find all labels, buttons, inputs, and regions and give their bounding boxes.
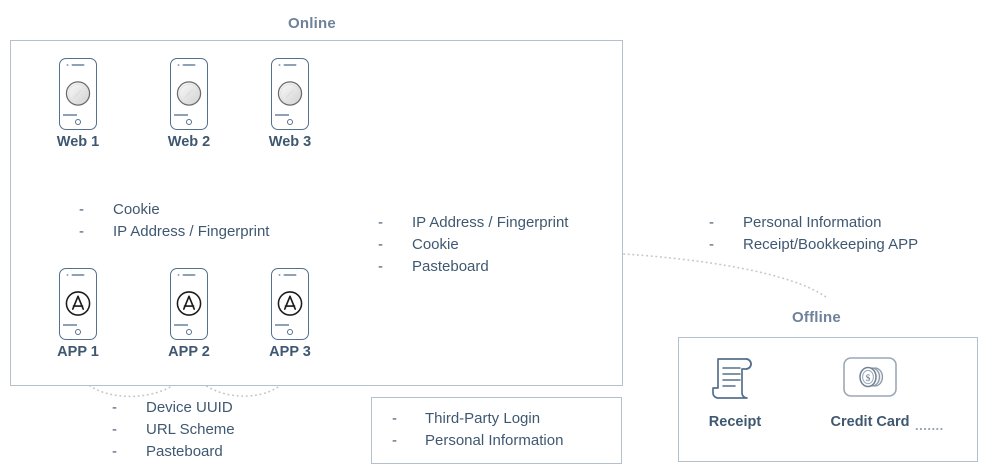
- bullet-dash: -: [392, 432, 397, 449]
- app-store-icon: [176, 291, 202, 316]
- bullet-dash: -: [378, 258, 383, 275]
- credit-card-coins-icon: $: [843, 357, 897, 397]
- bullet-dash: -: [378, 214, 383, 231]
- phone-home-button: [75, 119, 81, 125]
- phone-speaker: [278, 274, 297, 276]
- phone-status-bar: [63, 114, 77, 116]
- phone-home-button: [287, 119, 293, 125]
- list-item: - Personal Information: [709, 212, 918, 234]
- svg-text:$: $: [866, 373, 871, 383]
- list-item-label: IP Address / Fingerprint: [412, 214, 569, 231]
- bullet-dash: -: [112, 399, 117, 416]
- offline-bridge-attributes-list: - Personal Information - Receipt/Bookkee…: [709, 212, 918, 256]
- list-item-label: URL Scheme: [146, 421, 235, 438]
- phone-speaker: [66, 274, 85, 276]
- phone-home-button: [186, 119, 192, 125]
- device-label: Web 3: [268, 134, 312, 150]
- offline-item-label: Receipt: [708, 414, 762, 430]
- list-item-label: IP Address / Fingerprint: [113, 223, 270, 240]
- list-item: - IP Address / Fingerprint: [378, 212, 568, 234]
- phone-home-button: [287, 329, 293, 335]
- phone-speaker: [278, 64, 297, 66]
- device-web-1: Web 1: [51, 58, 105, 150]
- bullet-dash: -: [378, 236, 383, 253]
- phone-status-bar: [275, 114, 289, 116]
- phone-home-button: [186, 329, 192, 335]
- list-item-label: Pasteboard: [146, 443, 223, 460]
- bullet-dash: -: [709, 236, 714, 253]
- device-label: APP 2: [168, 344, 210, 360]
- bullet-dash: -: [112, 443, 117, 460]
- list-item: - Device UUID: [112, 397, 235, 419]
- phone-status-bar: [174, 114, 188, 116]
- list-item: - Pasteboard: [378, 256, 568, 278]
- phone-speaker: [66, 64, 85, 66]
- bullet-dash: -: [79, 201, 84, 218]
- device-label: Web 1: [56, 134, 100, 150]
- list-item: - URL Scheme: [112, 419, 235, 441]
- third-party-attributes-list: - Third-Party Login - Personal Informati…: [392, 408, 563, 452]
- phone-status-bar: [174, 324, 188, 326]
- list-item: - Cookie: [79, 199, 269, 221]
- online-section-title: Online: [288, 15, 336, 32]
- list-item-label: Personal Information: [743, 214, 882, 231]
- list-item: - Cookie: [378, 234, 568, 256]
- phone-status-bar: [63, 324, 77, 326]
- phone-status-bar: [275, 324, 289, 326]
- phone-home-button: [75, 329, 81, 335]
- app-store-icon: [277, 291, 303, 316]
- list-item: - IP Address / Fingerprint: [79, 221, 269, 243]
- offline-item-credit-card: $ Credit Card: [824, 352, 916, 430]
- device-label: APP 1: [57, 344, 99, 360]
- device-label: Web 2: [167, 134, 211, 150]
- phone-speaker: [177, 64, 196, 66]
- safari-compass-icon: [277, 81, 303, 106]
- list-item-label: Cookie: [113, 201, 160, 218]
- device-web-3: Web 3: [263, 58, 317, 150]
- web-attributes-list: - Cookie - IP Address / Fingerprint: [79, 199, 269, 243]
- device-app-3: APP 3: [263, 268, 317, 360]
- online-panel: [10, 40, 623, 386]
- list-item-label: Pasteboard: [412, 258, 489, 275]
- list-item: - Pasteboard: [112, 441, 235, 463]
- list-item: - Third-Party Login: [392, 408, 563, 430]
- phone-frame: [170, 268, 208, 340]
- list-item-label: Device UUID: [146, 399, 233, 416]
- safari-compass-icon: [176, 81, 202, 106]
- phone-frame: [59, 268, 97, 340]
- device-web-2: Web 2: [162, 58, 216, 150]
- safari-compass-icon: [65, 81, 91, 106]
- offline-section-title: Offline: [792, 309, 841, 326]
- app-attributes-list: - Device UUID - URL Scheme - Pasteboard: [112, 397, 235, 463]
- bullet-dash: -: [709, 214, 714, 231]
- offline-panel: [678, 337, 978, 462]
- bullet-dash: -: [392, 410, 397, 427]
- list-item: - Receipt/Bookkeeping APP: [709, 234, 918, 256]
- bullet-dash: -: [112, 421, 117, 438]
- offline-ellipsis: .......: [915, 418, 944, 433]
- offline-item-label: Credit Card: [830, 414, 910, 430]
- bullet-dash: -: [79, 223, 84, 240]
- receipt-scroll-icon: [712, 358, 752, 399]
- phone-speaker: [177, 274, 196, 276]
- offline-item-receipt: Receipt: [700, 352, 770, 430]
- list-item-label: Third-Party Login: [425, 410, 541, 427]
- device-app-2: APP 2: [162, 268, 216, 360]
- list-item: - Personal Information: [392, 430, 563, 452]
- device-label: APP 3: [269, 344, 311, 360]
- app-store-icon: [65, 291, 91, 316]
- list-item-label: Receipt/Bookkeeping APP: [743, 236, 919, 253]
- third-party-panel: [371, 397, 622, 464]
- list-item-label: Personal Information: [425, 432, 564, 449]
- device-app-1: APP 1: [51, 268, 105, 360]
- cross-platform-attributes-list: - IP Address / Fingerprint - Cookie - Pa…: [378, 212, 568, 278]
- arc-online-offline: [623, 253, 827, 298]
- list-item-label: Cookie: [412, 236, 459, 253]
